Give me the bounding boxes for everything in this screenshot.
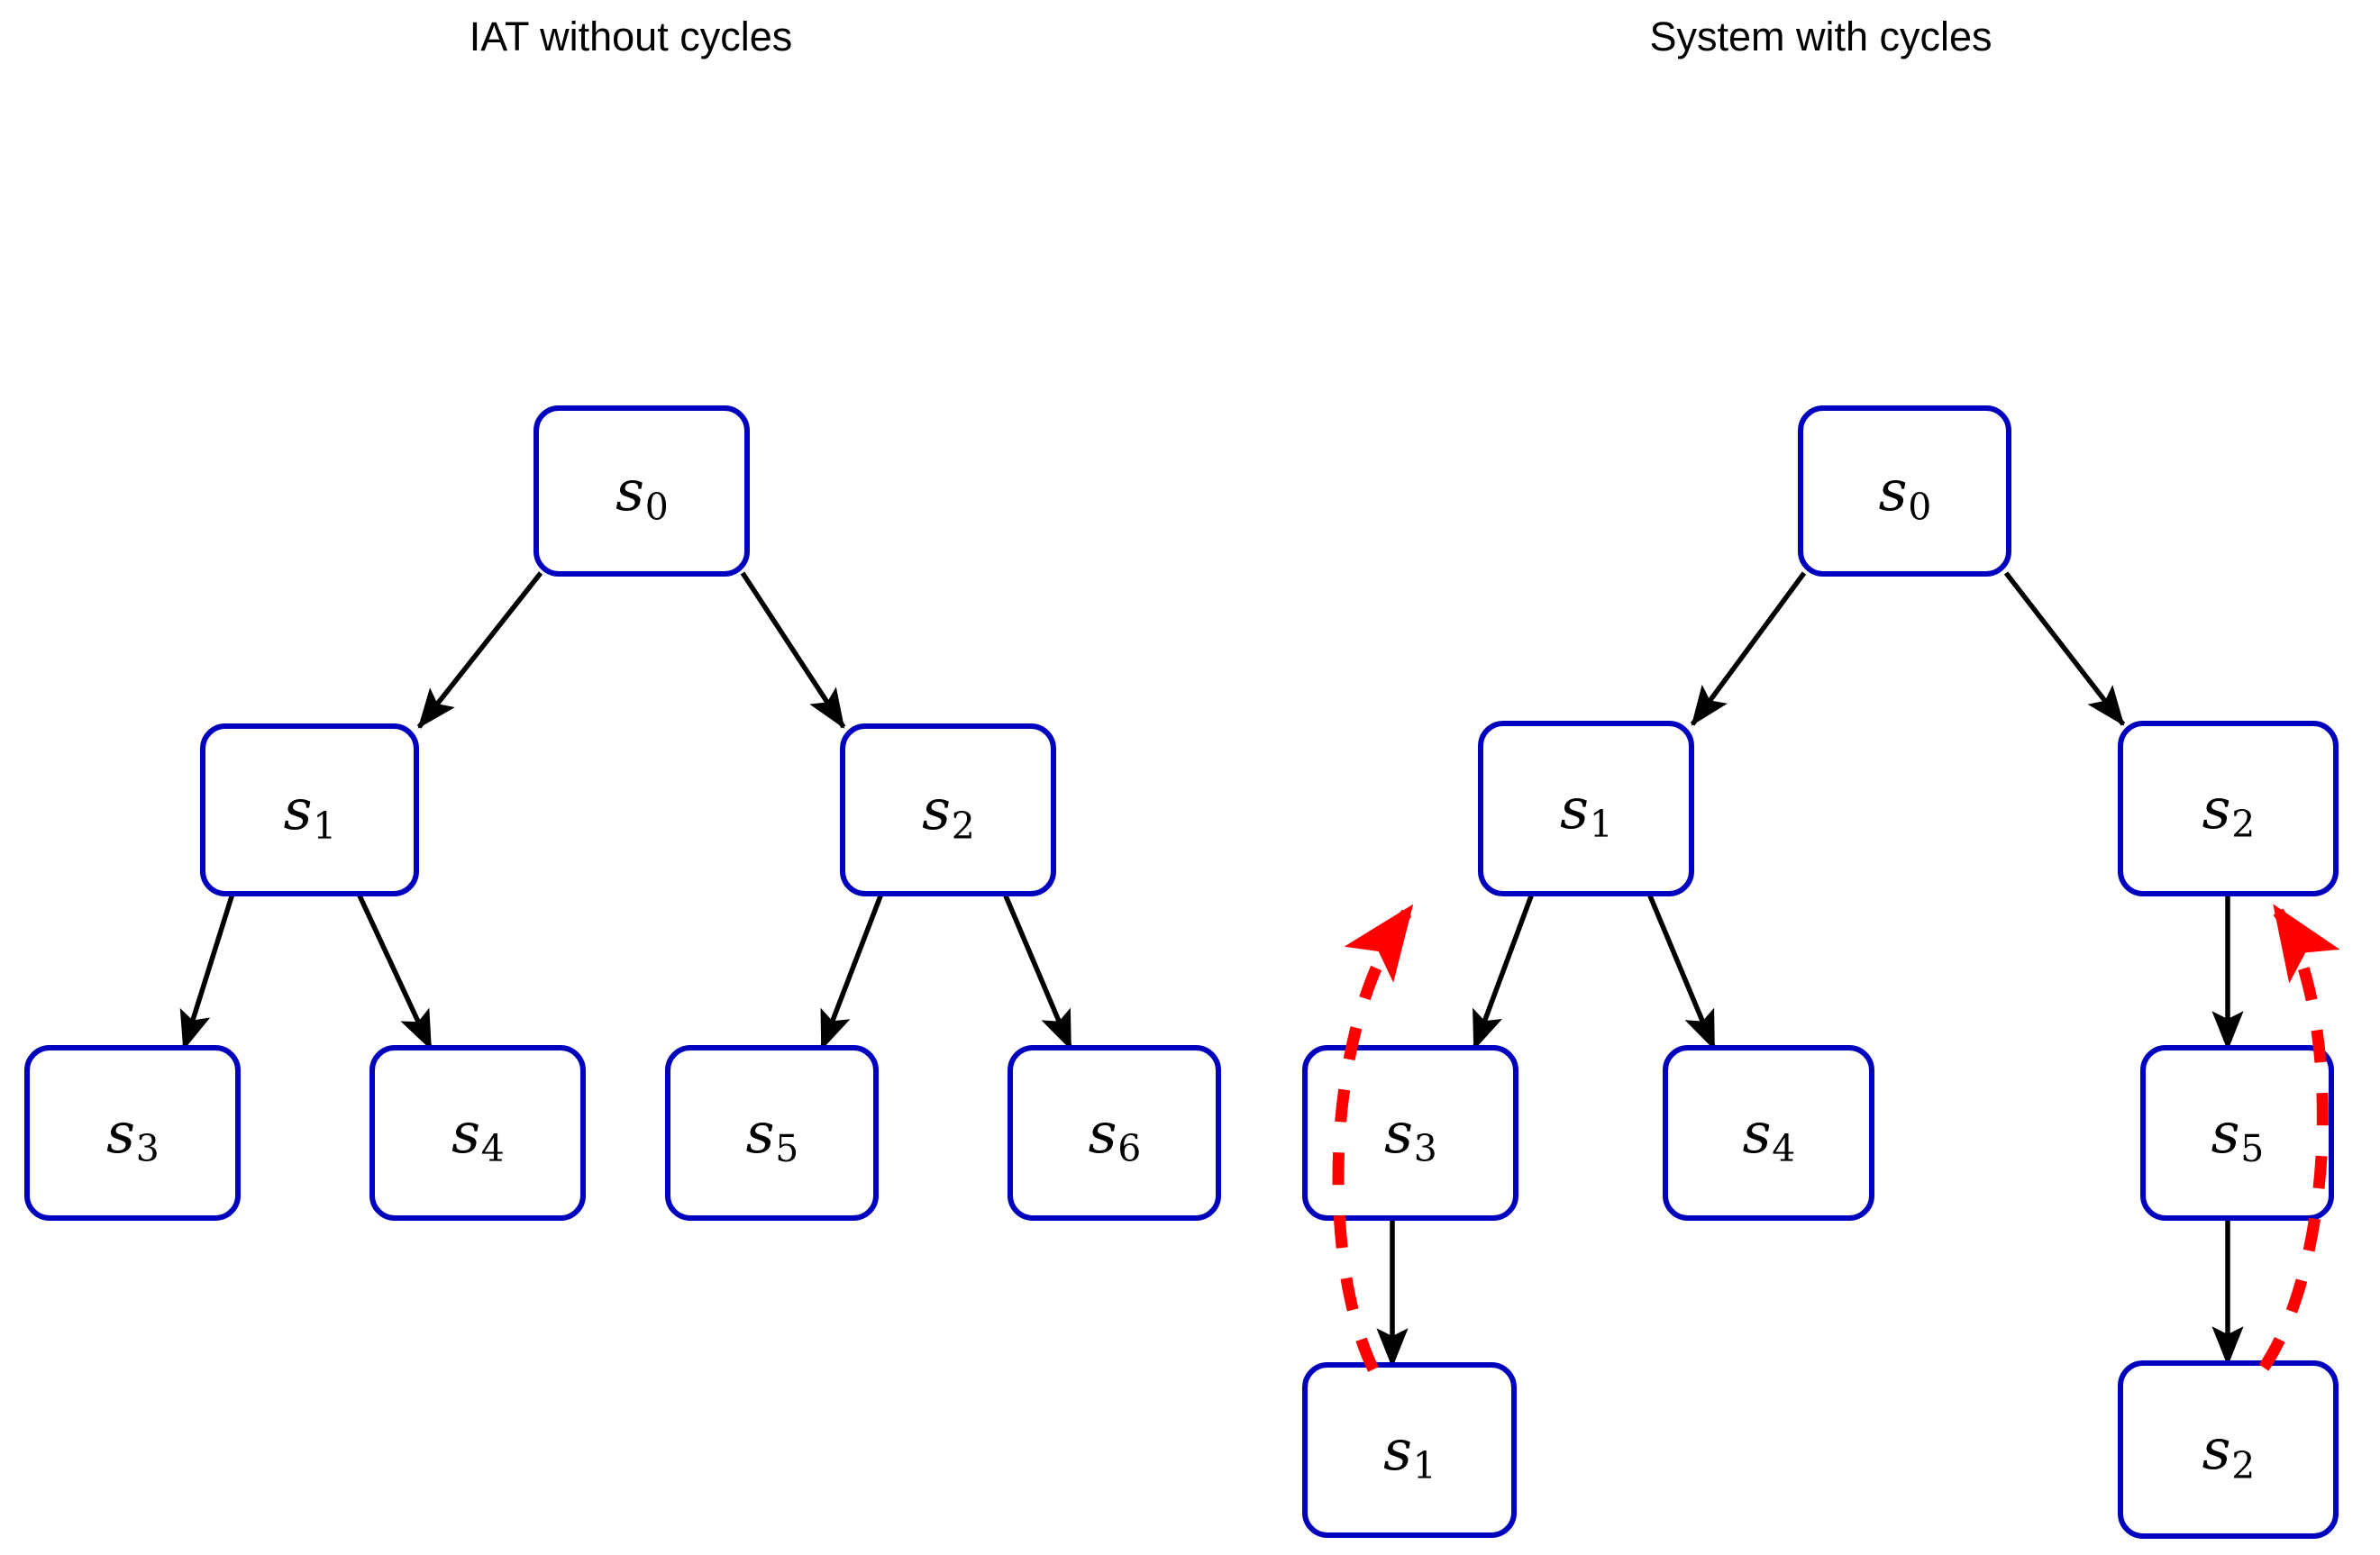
edge-L-s1-s4 <box>356 892 433 1050</box>
node-label: s4 <box>451 1099 505 1171</box>
node-L-s2[interactable]: s2 <box>840 723 1056 896</box>
node-L-s4[interactable]: s4 <box>369 1045 586 1221</box>
edge-R-s0-s1 <box>1690 571 1807 726</box>
node-label: s0 <box>1878 458 1932 529</box>
edge-L-s0-s2 <box>740 571 846 729</box>
node-label: s1 <box>1383 1416 1436 1488</box>
edge-L-s0-s1 <box>416 571 543 729</box>
node-R-s5[interactable]: s5 <box>2140 1045 2334 1221</box>
node-label: s3 <box>1384 1099 1437 1171</box>
edge-R-s0-s2 <box>2003 571 2126 726</box>
node-label: s5 <box>745 1099 799 1171</box>
node-L-s1[interactable]: s1 <box>200 723 419 896</box>
node-label: s4 <box>1742 1099 1796 1171</box>
node-label: s3 <box>106 1099 160 1171</box>
node-label: s2 <box>2202 1416 2256 1487</box>
edge-R-s1-s3 <box>1472 893 1535 1051</box>
node-label: s1 <box>283 777 337 848</box>
node-L-s6[interactable]: s6 <box>1008 1045 1221 1221</box>
node-label: s1 <box>1560 775 1613 847</box>
node-L-s5[interactable]: s5 <box>665 1045 879 1221</box>
node-R-s1[interactable]: s1 <box>1478 721 1694 896</box>
node-label: s2 <box>922 777 975 848</box>
node-R-s2-bottom[interactable]: s2 <box>2118 1360 2339 1539</box>
edge-L-s2-s6 <box>1002 892 1073 1051</box>
node-label: s0 <box>616 458 669 529</box>
node-R-s0[interactable]: s0 <box>1798 405 2011 577</box>
edge-L-s2-s5 <box>819 893 884 1051</box>
node-label: s2 <box>2202 775 2256 847</box>
node-R-s3[interactable]: s3 <box>1302 1045 1518 1221</box>
panel-title-right: System with cycles <box>1649 14 1992 59</box>
node-label: s5 <box>2211 1099 2265 1171</box>
node-R-s4[interactable]: s4 <box>1663 1045 1874 1221</box>
node-L-s3[interactable]: s3 <box>24 1045 241 1221</box>
node-label: s6 <box>1088 1099 1142 1171</box>
edge-R-s1-s4 <box>1646 892 1717 1051</box>
node-L-s0[interactable]: s0 <box>533 405 750 577</box>
node-R-s1-bottom[interactable]: s1 <box>1302 1362 1517 1538</box>
edge-L-s1-s3 <box>179 893 235 1051</box>
node-R-s2[interactable]: s2 <box>2118 721 2339 896</box>
panel-title-left: IAT without cycles <box>469 14 793 59</box>
